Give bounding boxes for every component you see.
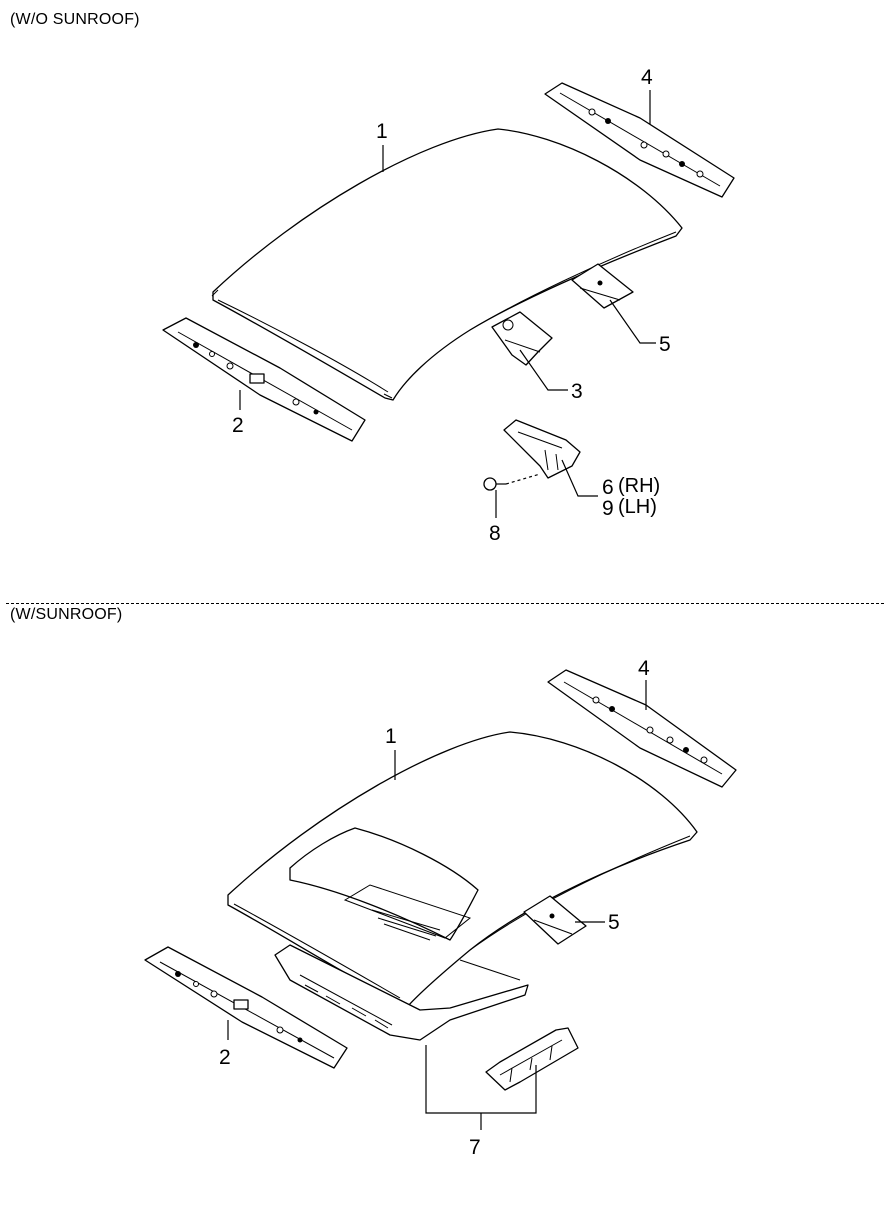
bottom-callout-5: 5 [608, 911, 620, 934]
top-bracket-part-5 [571, 263, 634, 309]
top-side-bracket-part-6-9 [503, 419, 581, 479]
bottom-leader-7 [425, 1045, 537, 1130]
top-callout-6-side: (RH) [618, 475, 660, 497]
top-callout-4: 4 [641, 66, 653, 89]
top-leader-3 [519, 349, 568, 391]
bottom-front-rail [144, 946, 348, 1069]
top-callout-9-side: (LH) [618, 496, 657, 518]
top-callout-6: 6 [602, 476, 614, 499]
bottom-callout-2: 2 [219, 1046, 231, 1069]
top-rear-rail [544, 82, 735, 198]
top-callout-5: 5 [659, 333, 671, 356]
top-leader-6 [561, 459, 598, 497]
top-callout-9: 9 [602, 497, 614, 520]
bottom-rear-rail [547, 669, 737, 788]
section-label-without-sunroof: (W/O SUNROOF) [10, 11, 140, 28]
top-callout-3: 3 [571, 380, 583, 403]
top-callout-2: 2 [232, 414, 244, 437]
top-front-rail [162, 317, 366, 442]
top-leader-5 [609, 299, 656, 344]
top-bracket-part-3 [491, 311, 553, 366]
bottom-callout-4: 4 [638, 657, 650, 680]
bottom-sunroof-frame [274, 944, 529, 1041]
top-roof-panel [211, 128, 683, 401]
bottom-callout-7: 7 [469, 1136, 481, 1159]
bottom-bracket-part-5 [523, 895, 587, 945]
section-label-with-sunroof: (W/SUNROOF) [10, 606, 123, 623]
top-callout-8: 8 [489, 522, 501, 545]
top-callout-1: 1 [376, 120, 388, 143]
bottom-side-bracket-part-7 [485, 1027, 579, 1091]
section-divider [6, 603, 884, 604]
bottom-roof-panel [227, 731, 698, 1007]
bottom-callout-1: 1 [385, 725, 397, 748]
top-bolt-part-8 [483, 473, 541, 491]
